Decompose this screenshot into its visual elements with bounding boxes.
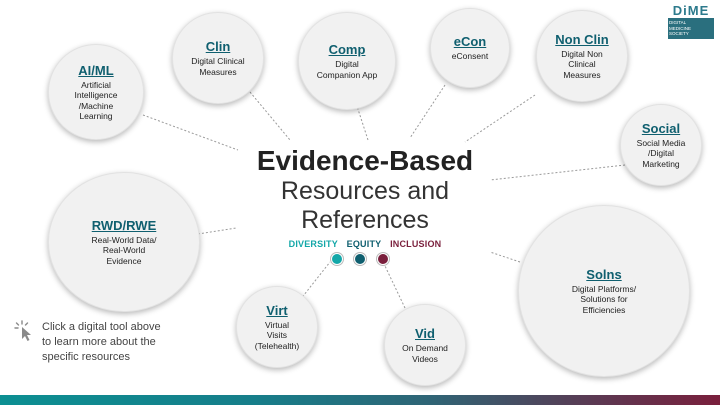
node-solns[interactable]: Solns Digital Platforms/ Solutions for E… xyxy=(518,205,690,377)
node-econ-title[interactable]: eCon xyxy=(453,34,487,50)
node-virt-desc: Virtual Visits (Telehealth) xyxy=(254,319,300,351)
connector-clin xyxy=(249,91,291,141)
node-vid-desc: On Demand Videos xyxy=(402,343,448,364)
logo-mark: DiME xyxy=(672,3,710,18)
node-nonclin-title[interactable]: Non Clin xyxy=(555,31,609,47)
connector-nonclin xyxy=(464,94,536,143)
node-clin-title[interactable]: Clin xyxy=(205,39,231,54)
node-solns-desc: Digital Platforms/ Solutions for Efficie… xyxy=(571,283,637,315)
bottom-gradient-bar xyxy=(0,395,720,405)
node-comp[interactable]: Comp Digital Companion App xyxy=(298,12,396,110)
page-title: Evidence-Based xyxy=(256,145,474,176)
connector-aiml xyxy=(142,114,239,151)
node-rwd[interactable]: RWD/RWE Real-World Data/ Real-World Evid… xyxy=(48,172,200,312)
dei-inclusion: INCLUSION xyxy=(390,239,442,249)
node-social[interactable]: Social Social Media /Digital Marketing xyxy=(620,104,702,186)
page-subtitle: Resources and References xyxy=(280,177,450,234)
node-solns-title[interactable]: Solns xyxy=(586,266,622,282)
node-rwd-desc: Real-World Data/ Real-World Evidence xyxy=(91,234,157,266)
node-social-title[interactable]: Social xyxy=(641,120,681,136)
connector-comp xyxy=(354,99,369,141)
node-econ[interactable]: eCon eConsent xyxy=(430,8,510,88)
node-rwd-title[interactable]: RWD/RWE xyxy=(91,217,157,233)
dei-equity: EQUITY xyxy=(346,239,382,249)
dime-logo: DiME DIGITAL MEDICINE SOCIETY xyxy=(668,4,714,39)
node-virt[interactable]: Virt Virtual Visits (Telehealth) xyxy=(236,286,318,368)
node-aiml[interactable]: AI/ML Artificial Intelligence /Machine L… xyxy=(48,44,144,140)
node-vid-title[interactable]: Vid xyxy=(415,326,435,341)
node-aiml-title[interactable]: AI/ML xyxy=(78,62,114,78)
node-econ-desc: eConsent xyxy=(451,51,489,62)
connector-vid xyxy=(384,265,406,309)
node-nonclin[interactable]: Non Clin Digital Non Clinical Measures xyxy=(536,10,628,102)
node-nonclin-desc: Digital Non Clinical Measures xyxy=(561,48,603,80)
node-vid[interactable]: Vid On Demand Videos xyxy=(384,304,466,386)
logo-box: DIGITAL MEDICINE SOCIETY xyxy=(668,18,714,39)
connector-rwd xyxy=(197,227,237,235)
node-comp-desc: Digital Companion App xyxy=(316,59,378,80)
connector-econ xyxy=(409,84,446,139)
dot-equity xyxy=(354,253,366,265)
dei-diversity: DIVERSITY xyxy=(288,239,338,249)
node-social-desc: Social Media /Digital Marketing xyxy=(636,137,686,169)
pointer-click-icon xyxy=(14,320,31,341)
hint-text: Click a digital tool above to learn more… xyxy=(42,321,161,363)
node-aiml-desc: Artificial Intelligence /Machine Learnin… xyxy=(74,79,118,122)
dei-labels: DIVERSITY EQUITY INCLUSION xyxy=(240,239,490,249)
dot-inclusion xyxy=(377,253,389,265)
connector-social xyxy=(489,164,626,181)
node-virt-title[interactable]: Virt xyxy=(266,302,288,318)
connector-solns xyxy=(489,251,521,263)
node-clin[interactable]: Clin Digital Clinical Measures xyxy=(172,12,264,104)
node-clin-desc: Digital Clinical Measures xyxy=(191,56,245,77)
connector-virt xyxy=(299,261,331,301)
node-comp-title[interactable]: Comp xyxy=(328,42,366,57)
dot-diversity xyxy=(331,253,343,265)
